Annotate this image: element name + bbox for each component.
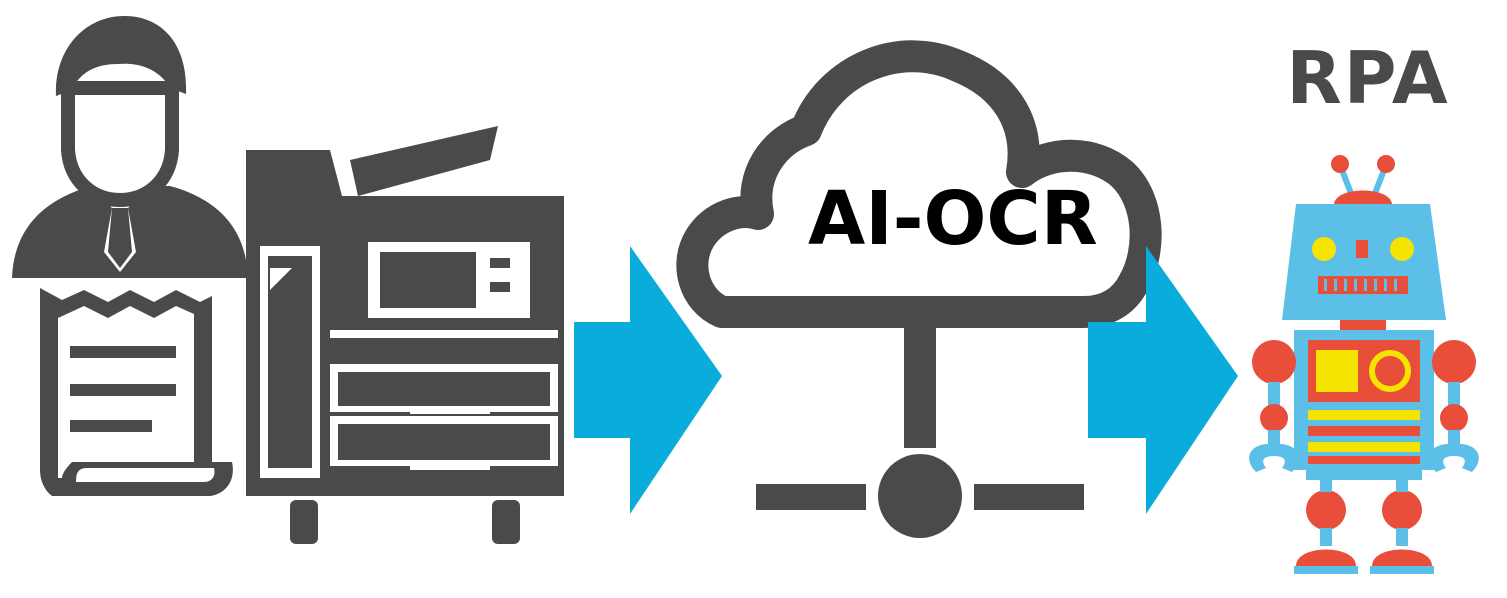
arrow-icon [574,246,722,514]
businessman-icon [12,16,248,278]
copier-icon [246,126,564,544]
arrow-icon [1088,246,1238,514]
receipt-icon [40,288,233,496]
ai-ocr-label: AI-OCR [808,176,1098,262]
cloud-network-icon [676,40,1162,538]
robot-icon [1249,155,1479,574]
rpa-label: RPA [1286,36,1450,120]
